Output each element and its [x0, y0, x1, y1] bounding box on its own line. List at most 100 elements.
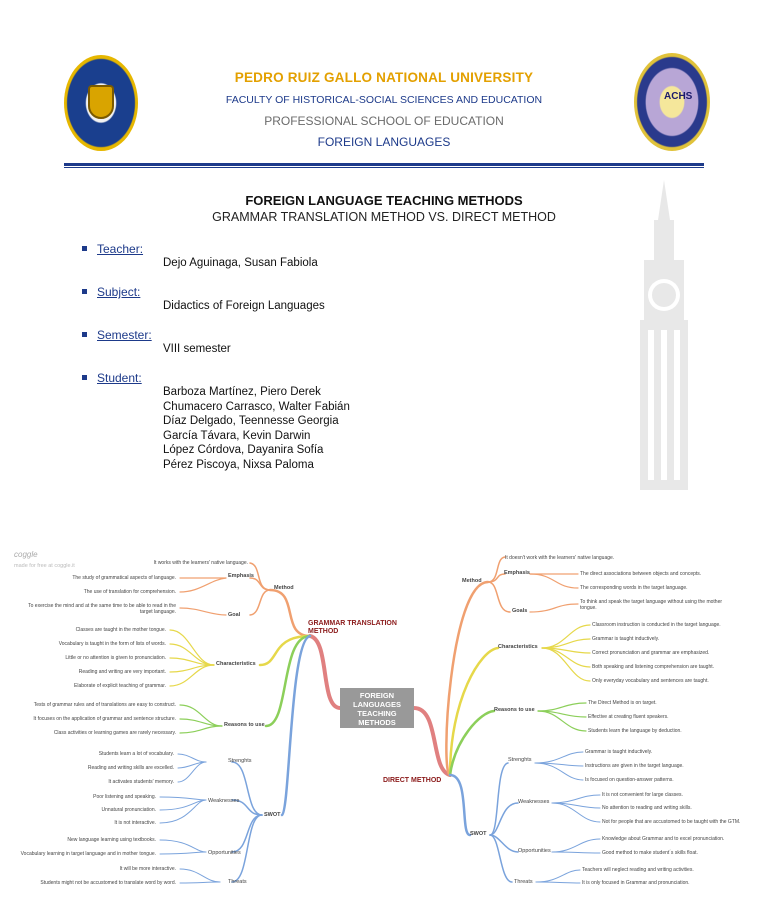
gtm-goal: Goal [228, 612, 241, 618]
gtm-characteristic-item: Reading and writing are very important. [78, 669, 166, 675]
dm-goals: Goals [512, 608, 528, 614]
seal-text: ACHS [664, 91, 693, 102]
dm-strength-item: Is focused on question-answer patterns. [585, 777, 674, 783]
gtm-characteristic-item: Elaborate of explicit teaching of gramma… [74, 683, 166, 689]
dm-emphasis-item: The corresponding words in the target la… [580, 585, 688, 591]
dm-reason-item: Effective at creating fluent speakers. [588, 714, 669, 720]
dm-strength-item: Grammar is taught inductively. [585, 749, 653, 755]
faculty-name: FACULTY OF HISTORICAL-SOCIAL SCIENCES AN… [225, 94, 543, 106]
dm-threat-item: Teachers will neglect reading and writin… [582, 867, 694, 873]
gtm-characteristics: Characteristics [216, 661, 256, 667]
gtm-emphasis: Emphasis [228, 573, 254, 579]
dm-characteristic-item: Both speaking and listening comprehensio… [592, 664, 715, 670]
gtm-strength-item: It activates students' memory. [108, 779, 174, 785]
gtm-swot: SWOT [264, 812, 281, 818]
header-divider-thin [64, 167, 704, 168]
coggle-logo: coggle [14, 550, 38, 559]
mindmap-connectors [159, 556, 601, 884]
gtm-native: It works with the learners' native langu… [153, 560, 248, 566]
gtm-title: GRAMMAR TRANSLATION METHOD [308, 620, 397, 635]
gtm-strength-item: Students learn a lot of vocabulary. [98, 751, 174, 757]
student-name: Chumacero Carrasco, Walter Fabián [163, 400, 350, 413]
dm-reasons: Reasons to use [494, 707, 535, 713]
gtm-opportunity-item: New language learning using textbooks. [67, 837, 156, 843]
dm-title: DIRECT METHOD [383, 777, 442, 784]
dm-goal-item: To think and speak the target language w… [580, 599, 723, 611]
dm-native: It doesn't work with the learners' nativ… [505, 555, 615, 561]
gtm-method: Method [274, 585, 294, 591]
gtm-threat-item: Students might not be accustomed to tran… [40, 880, 176, 886]
dm-reason-item: Students learn the language by deduction… [588, 728, 682, 734]
subject-label: Subject: [97, 285, 141, 299]
dm-characteristic-item: Correct pronunciation and grammar are em… [592, 650, 710, 656]
semester-value: VIII semester [163, 343, 231, 355]
dm-characteristic-item: Classroom instruction is conducted in th… [592, 622, 721, 628]
university-name: PEDRO RUIZ GALLO NATIONAL UNIVERSITY [234, 70, 534, 85]
gtm-reason-item: Class activities or learning games are r… [53, 730, 176, 736]
gtm-reason-item: Tests of grammar rules and of translatio… [33, 702, 176, 708]
dm-strengths: Strenghts [508, 757, 532, 763]
gtm-emphasis-item: The use of translation for comprehension… [83, 589, 176, 595]
dm-method: Method [462, 578, 482, 584]
dm-strength-item: Instructions are given in the target lan… [585, 763, 684, 769]
coggle-note: made for free at coggle.it [14, 563, 75, 569]
department-name: FOREIGN LANGUAGES [317, 135, 451, 149]
dm-opportunities: Opportunities [518, 848, 551, 854]
gtm-opportunity-item: Vocabulary learning in target language a… [20, 851, 156, 857]
dm-weaknesses: Weaknesses [518, 799, 550, 805]
gtm-reasons: Reasons to use [224, 722, 265, 728]
student-name: Díaz Delgado, Teennesse Georgia [163, 415, 339, 428]
student-name: García Távara, Kevin Darwin [163, 429, 311, 442]
dm-weakness-item: It is not convenient for large classes. [602, 792, 683, 798]
gtm-reason-item: It focuses on the application of grammar… [33, 716, 176, 722]
gtm-emphasis-item: The study of grammatical aspects of lang… [72, 575, 176, 581]
gtm-threats: Threats [228, 879, 247, 885]
gtm-weakness-item: Poor listening and speaking. [93, 794, 156, 800]
bullet [82, 332, 87, 337]
header-divider [64, 163, 704, 166]
bullet [82, 289, 87, 294]
dm-characteristic-item: Only everyday vocabulary and sentences a… [592, 678, 709, 684]
gtm-weakness-item: Unnatural pronunciation. [101, 807, 156, 813]
gtm-goal-item: To exercise the mind and at the same tim… [28, 603, 176, 615]
dm-swot: SWOT [470, 831, 487, 837]
student-name: Pérez Piscoya, Nixsa Paloma [163, 458, 314, 471]
gtm-characteristic-item: Little or no attention is given to pronu… [65, 655, 166, 661]
school-name: PROFESSIONAL SCHOOL OF EDUCATION [264, 114, 504, 128]
gtm-opportunities: Opportunities [208, 850, 241, 856]
gtm-characteristic-item: Vocabulary is taught in the form of list… [58, 641, 166, 647]
dm-weakness-item: Not for people that are accustomed to be… [602, 819, 741, 825]
faculty-seal-right: ACHS [634, 53, 710, 151]
gtm-strengths: Strenghts [228, 758, 252, 764]
gtm-weaknesses: Weaknesses [208, 798, 240, 804]
bullet [82, 375, 87, 380]
dm-opportunity-item: Knowledge about Grammar and to excel pro… [602, 836, 725, 842]
dm-opportunity-item: Good method to make student´s skills flo… [602, 850, 698, 856]
document-subtitle: GRAMMAR TRANSLATION METHOD VS. DIRECT ME… [212, 210, 556, 224]
dm-characteristics: Characteristics [498, 644, 538, 650]
student-name: Barboza Martínez, Piero Derek [163, 386, 321, 398]
shield-icon [88, 85, 114, 119]
mindmap-center-node: FOREIGN LANGUAGES TEACHING METHODS [340, 688, 414, 728]
gtm-strength-item: Reading and writing skills are excelled. [87, 765, 174, 771]
dm-threat-item: It is only focused in Grammar and pronun… [582, 880, 690, 886]
gtm-characteristic-item: Classes are taught in the mother tongue. [75, 627, 166, 633]
dm-threats: Threats [514, 879, 533, 885]
gtm-threat-item: It will be more interactive. [119, 866, 176, 872]
document-title: FOREIGN LANGUAGE TEACHING METHODS [245, 193, 523, 208]
student-name: López Córdova, Dayanira Sofía [163, 444, 324, 457]
student-label: Student: [97, 371, 142, 385]
teacher-label: Teacher: [97, 242, 144, 256]
student-list: Barboza Martínez, Piero Derek Chumacero … [163, 385, 350, 473]
dm-characteristic-item: Grammar is taught inductively. [592, 636, 660, 642]
teacher-name: Dejo Aguinaga, Susan Fabiola [163, 257, 318, 269]
dm-reason-item: The Direct Method is on target. [588, 700, 657, 706]
dm-emphasis: Emphasis [504, 570, 530, 576]
university-seal-left [64, 55, 138, 151]
subject-name: Didactics of Foreign Languages [163, 300, 325, 312]
dm-weakness-item: No attention to reading and writing skil… [602, 805, 692, 811]
big-ben-watermark [640, 180, 688, 490]
gtm-weakness-item: It is not interactive. [114, 820, 156, 826]
dm-emphasis-item: The direct associations between objects … [580, 571, 702, 577]
semester-label: Semester: [97, 328, 152, 342]
